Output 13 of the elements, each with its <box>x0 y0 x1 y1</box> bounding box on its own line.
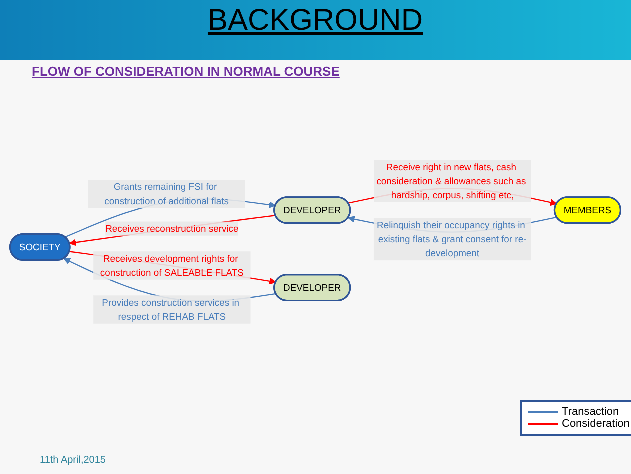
edge-label: Provides construction services in respect of REHAB FLATS <box>102 297 240 322</box>
legend-text: Transaction <box>562 406 620 418</box>
subtitle: FLOW OF CONSIDERATION IN NORMAL COURSE <box>32 64 340 79</box>
edge-label: Grants remaining FSI for construction of additional flats <box>104 182 229 207</box>
date-text: 11th April,2015 <box>40 455 106 466</box>
legend-text: Consideration <box>562 418 630 430</box>
edge-label: Receives development rights for construction of SALEABLE FLATS <box>100 253 244 278</box>
arrow <box>69 215 276 246</box>
slide-title: BACKGROUND <box>206 4 424 38</box>
edge-label: Receives reconstruction service <box>106 223 239 234</box>
edge-label: Receive right in new flats, cash consideration & allowances such as hardship, corpus, shifting etc, <box>376 162 526 201</box>
edge-label: Relinquish their occupancy rights in existing flats & grant consent for re-development <box>377 220 527 260</box>
arrow <box>64 198 276 238</box>
